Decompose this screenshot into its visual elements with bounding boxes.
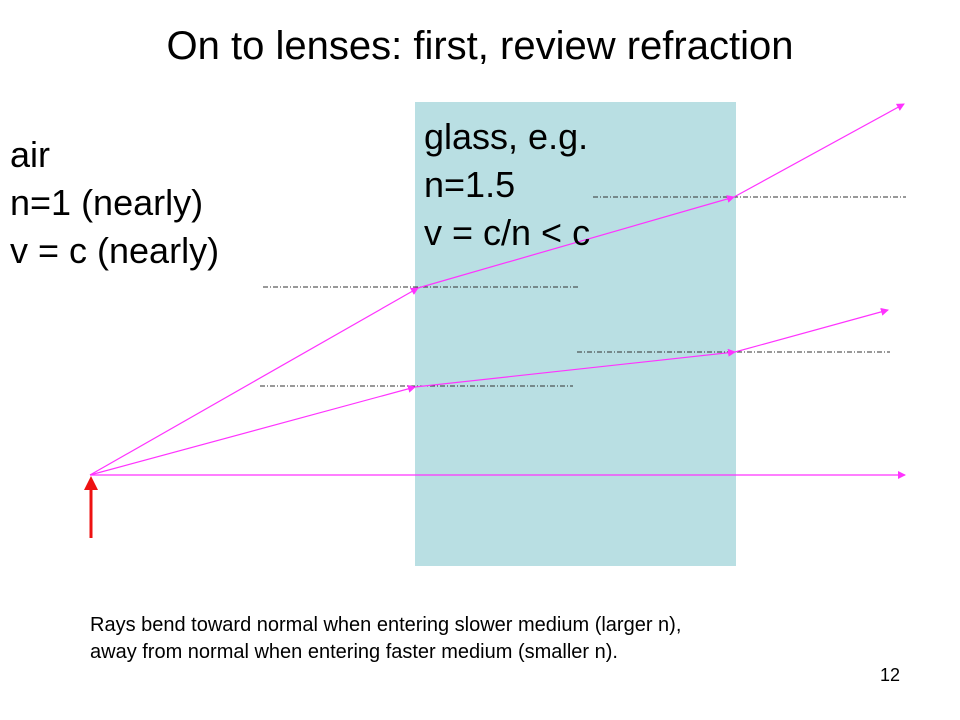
- ray-upper-emergent: [733, 103, 905, 198]
- air-label-line: v = c (nearly): [10, 230, 220, 271]
- ray-lower-refracted: [414, 348, 736, 388]
- ray-lower-emergent: [734, 307, 889, 353]
- glass-label-line: v = c/n < c: [424, 212, 591, 253]
- glass-slab: [415, 102, 736, 566]
- air-label: air n=1 (nearly) v = c (nearly): [10, 131, 219, 275]
- ray-lower-incident: [89, 384, 416, 476]
- air-label-line: n=1 (nearly): [10, 182, 204, 223]
- glass-label-line: glass, e.g.: [424, 116, 589, 157]
- slide-title: On to lenses: first, review refraction: [166, 24, 794, 68]
- ray-upper-refracted: [417, 195, 735, 289]
- caption: Rays bend toward normal when entering sl…: [90, 612, 910, 666]
- glass-label-line: n=1.5: [424, 164, 516, 205]
- page-number: 12: [880, 665, 901, 685]
- object-arrow: [84, 476, 98, 538]
- ray-upper-incident: [89, 287, 419, 476]
- caption-line: away from normal when entering faster me…: [90, 641, 618, 663]
- caption-line: Rays bend toward normal when entering sl…: [90, 614, 682, 636]
- glass-label: glass, e.g. n=1.5 v = c/n < c: [424, 113, 590, 257]
- air-label-line: air: [10, 134, 51, 175]
